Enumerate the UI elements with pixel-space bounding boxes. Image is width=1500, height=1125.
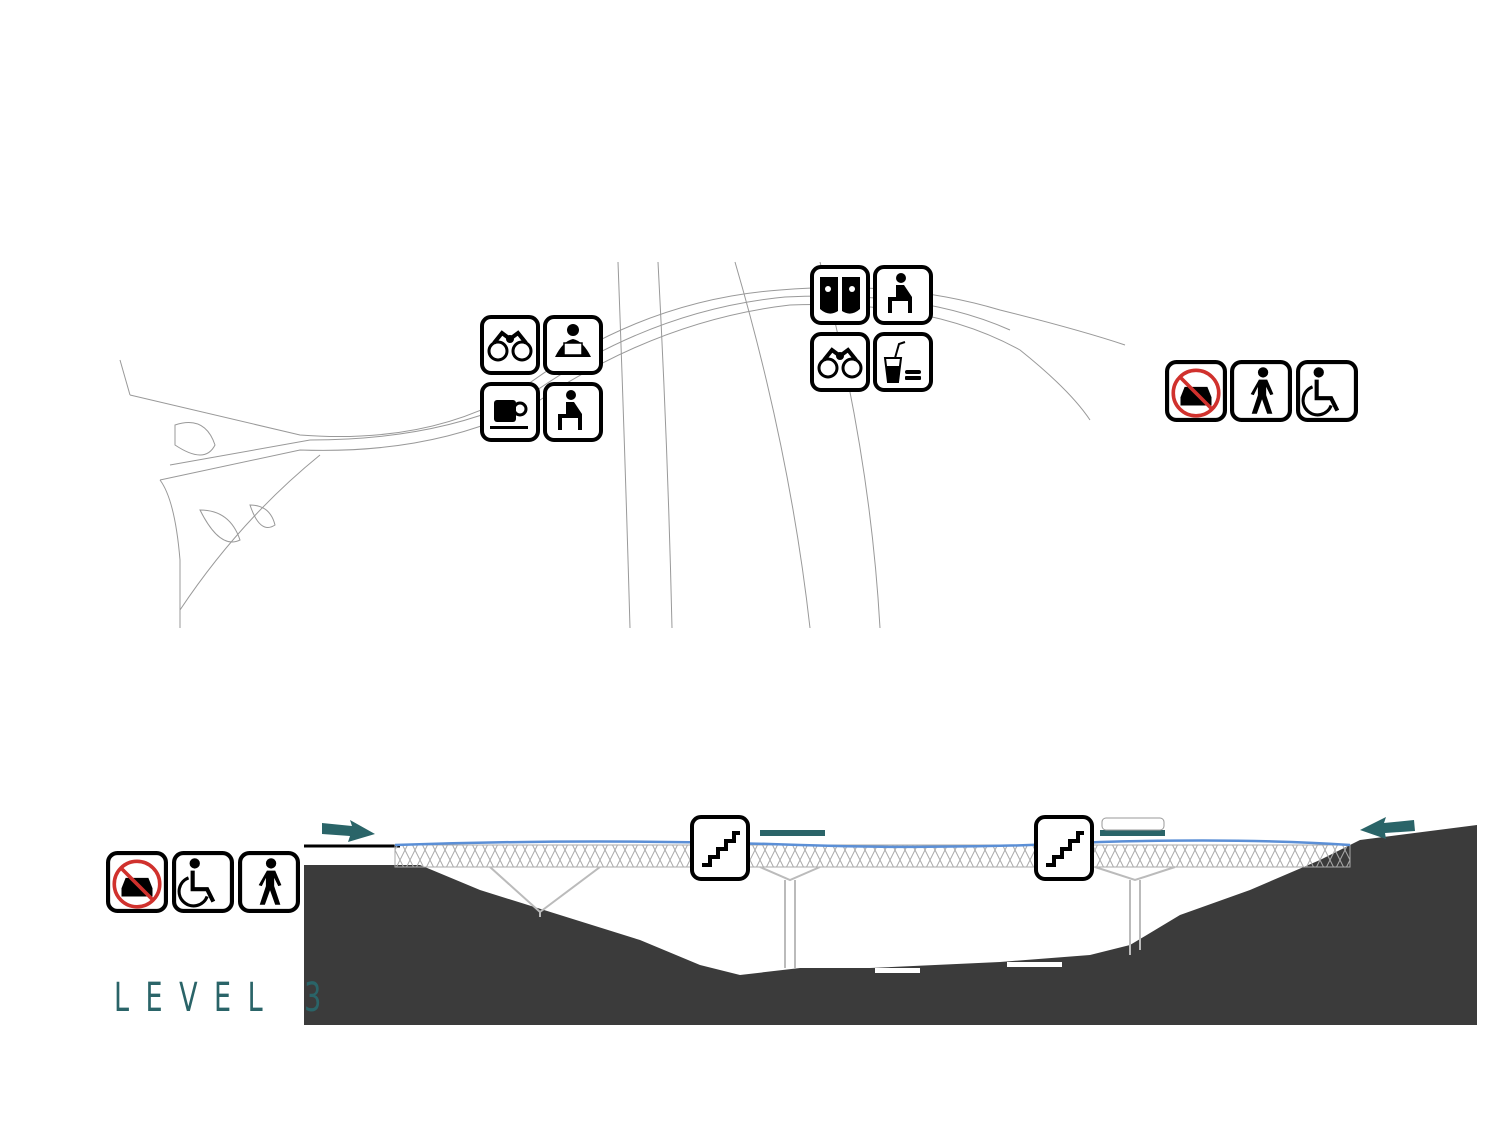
no-car-icon bbox=[108, 853, 166, 911]
bridge-truss bbox=[394, 844, 1351, 868]
section-view bbox=[108, 815, 1477, 1025]
bridge-piers bbox=[489, 866, 1176, 968]
section-level-label: LEVEL 3 bbox=[114, 975, 338, 1021]
seated-person-icon bbox=[875, 267, 931, 323]
binoculars-icon bbox=[812, 334, 868, 390]
entry-arrow-left bbox=[322, 820, 375, 842]
access-legend-icons bbox=[1167, 362, 1356, 420]
stairs-icon bbox=[1034, 815, 1094, 881]
coffee-icon bbox=[482, 384, 538, 440]
reading-icon bbox=[545, 317, 601, 373]
stairs-icon bbox=[690, 815, 750, 881]
theater-masks-icon bbox=[812, 267, 868, 323]
west-platform-icons bbox=[482, 317, 601, 440]
pedestrian-icon bbox=[1232, 362, 1290, 420]
wheelchair-icon bbox=[1298, 362, 1356, 420]
ground-profile bbox=[304, 825, 1477, 1025]
seated-person-icon bbox=[545, 384, 601, 440]
food-drink-icon bbox=[875, 334, 931, 390]
center-platform-icons bbox=[812, 267, 931, 390]
wheelchair-icon bbox=[174, 853, 232, 911]
walkway-line bbox=[394, 839, 1351, 849]
pedestrian-icon bbox=[240, 853, 298, 911]
plan-view bbox=[119, 261, 1126, 629]
no-car-icon bbox=[1167, 362, 1225, 420]
entry-arrow-right bbox=[1360, 817, 1415, 839]
binoculars-icon bbox=[482, 317, 538, 373]
